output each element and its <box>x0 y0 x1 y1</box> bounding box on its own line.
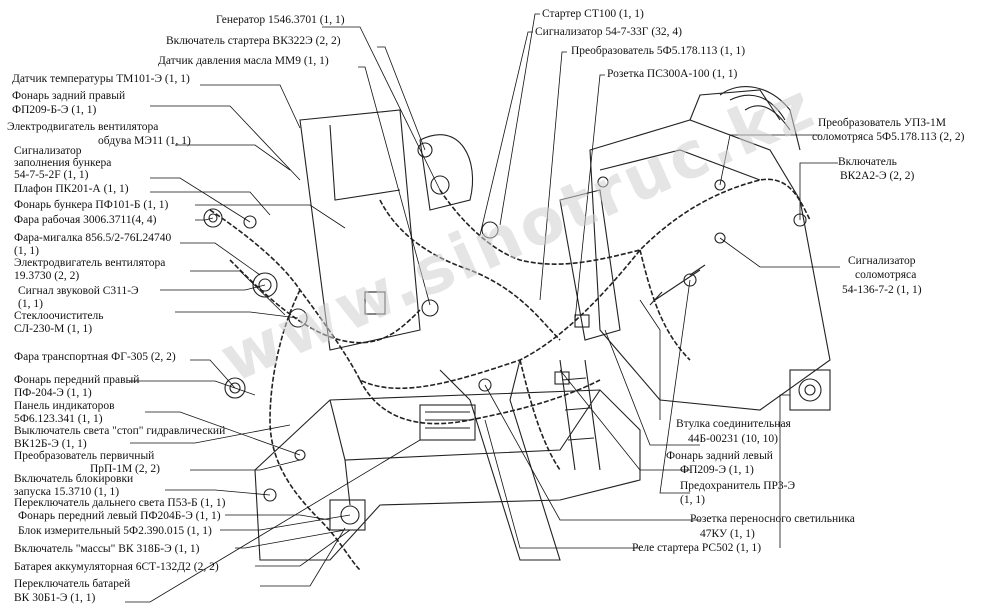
label-fuse-count: (1, 1) <box>680 494 705 506</box>
label-highbeam-switch: Переключатель дальнего света П53-Б (1, 1… <box>14 497 226 509</box>
measure-unit-component <box>419 404 476 441</box>
label-front-right-lamp: Фонарь передний правый <box>14 374 140 386</box>
frame-beam <box>439 359 561 561</box>
label-starter-switch: Включатель стартера ВК322Э (2, 2) <box>166 35 341 47</box>
cab-outline <box>299 109 421 351</box>
label-stop-switch-model: ВК12Б-Э (1, 1) <box>14 438 87 450</box>
label-portable-socket-model: 47КУ (1, 1) <box>700 528 755 540</box>
label-rear-right-lamp-model: ФП209-Б-Э (1, 1) <box>12 104 97 116</box>
fuse-component <box>649 264 706 306</box>
label-bunker-signal-model: 54-7-5-2F (1, 1) <box>14 169 89 181</box>
label-generator: Генератор 1546.3701 (1, 1) <box>216 14 345 26</box>
label-indicator-panel: Панель индикаторов <box>14 400 115 412</box>
label-lock-switch: Включатель блокировки <box>14 473 134 485</box>
label-battery: Батарея аккумуляторная 6СТ-132Д2 (2, 2) <box>14 561 219 573</box>
engine-box <box>419 134 474 211</box>
label-oil-pressure-sensor: Датчик давления масла ММ9 (1, 1) <box>158 55 329 67</box>
label-starter-relay: Реле стартера РС502 (1, 1) <box>632 542 762 554</box>
label-fan-motor: Электродвигатель вентилятора <box>7 121 159 133</box>
label-stop-switch: Выключатель света "стоп" гидравлический <box>14 425 226 437</box>
label-work-light: Фара рабочая 3006.3711(4, 4) <box>14 214 157 226</box>
harness-main <box>209 178 811 390</box>
label-primary-converter-model: ПрП-1М (2, 2) <box>90 463 160 475</box>
label-front-left-lamp: Фонарь передний левый ПФ204Б-Э (1, 1) <box>18 510 221 522</box>
socket-component <box>364 291 386 315</box>
label-battery-switch: Переключатель батарей <box>14 578 131 590</box>
label-indicator-panel-model: 5Ф6.123.341 (1, 1) <box>14 413 103 425</box>
label-fuse: Предохранитель ПР3-Э <box>680 480 796 492</box>
label-bunker-signal: Сигнализатор <box>14 145 82 157</box>
label-converter-5f5: Преобразователь 5Ф5.178.113 (1, 1) <box>571 45 746 57</box>
label-rear-left-lamp: Фонарь задний левый <box>666 450 773 462</box>
label-socket-ps300: Розетка ПС300А-100 (1, 1) <box>607 68 738 80</box>
label-straw-signal-model: 54-136-7-2 (1, 1) <box>842 284 922 296</box>
label-horn-count: (1, 1) <box>18 298 43 310</box>
wiper-component <box>288 308 308 328</box>
label-mass-switch: Включатель "массы" ВК 318Б-Э (1, 1) <box>14 543 200 555</box>
starter-component <box>481 221 499 239</box>
rear-panel <box>559 189 621 341</box>
oil-sensor-component <box>417 142 433 158</box>
label-fan-motor-2-model: 19.3730 (2, 2) <box>14 270 80 282</box>
label-lock-switch-model: запуска 15.3710 (1, 1) <box>14 486 120 498</box>
label-starter: Стартер СТ100 (1, 1) <box>542 8 644 20</box>
work-light-component <box>203 208 223 228</box>
label-bunker-lamp: Фонарь бункера ПФ101-Б (1, 1) <box>14 199 169 211</box>
label-vk2a-model: ВК2А2-Э (2, 2) <box>840 170 915 182</box>
hopper-outline <box>589 119 831 411</box>
label-temp-sensor: Датчик температуры ТМ101-Э (1, 1) <box>12 73 190 85</box>
front-left-lamp-component <box>340 505 360 525</box>
label-rear-left-lamp-model: ФП209-Э (1, 1) <box>680 464 754 476</box>
label-bunker-signal-desc: заполнения бункера <box>14 157 112 169</box>
label-ceiling-lamp: Плафон ПК201-А (1, 1) <box>14 183 129 195</box>
label-straw-signal-desc: соломотряса <box>855 269 917 281</box>
label-fan-motor-model: обдува МЭ11 (1, 1) <box>98 135 191 147</box>
label-upz-model: соломотряса 5Ф5.178.113 (2, 2) <box>812 131 965 143</box>
label-horn: Сигнал звуковой С311-Э <box>18 285 139 297</box>
label-fan-motor-2: Электродвигатель вентилятора <box>14 257 166 269</box>
label-wiper-model: СЛ-230-М (1, 1) <box>14 323 93 335</box>
label-flash-light-count: (1, 1) <box>14 245 39 257</box>
label-transport-light: Фара транспортная ФГ-305 (2, 2) <box>14 351 176 363</box>
label-flash-light: Фара-мигалка 856.5/2-76L24740 <box>14 232 172 244</box>
label-wiper: Стеклоочиститель <box>14 310 104 322</box>
label-bushing-model: 44Б-00231 (10, 10) <box>688 433 778 445</box>
chassis-outline <box>254 389 641 561</box>
label-signal-5473: Сигнализатор 54-7-33Г (32, 4) <box>535 26 682 38</box>
label-straw-signal: Сигнализатор <box>848 255 916 267</box>
label-bushing: Втулка соединительная <box>676 418 791 430</box>
ladder <box>559 359 601 471</box>
label-vk2a: Включатель <box>838 156 897 168</box>
label-battery-switch-model: ВК 30Б1-Э (1, 1) <box>14 592 96 604</box>
starter-relay-component <box>789 369 831 411</box>
label-measure-unit: Блок измерительный 5Ф2.390.015 (1, 1) <box>18 525 212 537</box>
battery-component <box>329 499 366 531</box>
label-portable-socket: Розетка переносного светильника <box>690 513 855 525</box>
label-upz: Преобразователь УПЗ-1М <box>818 117 946 129</box>
horn-component <box>252 272 278 298</box>
label-rear-right-lamp: Фонарь задний правый <box>12 90 126 102</box>
converter-component <box>430 175 450 195</box>
label-front-right-lamp-model: ПФ-204-Э (1, 1) <box>14 387 92 399</box>
transport-light-component <box>224 377 246 399</box>
label-primary-converter: Преобразователь первичный <box>14 450 155 462</box>
